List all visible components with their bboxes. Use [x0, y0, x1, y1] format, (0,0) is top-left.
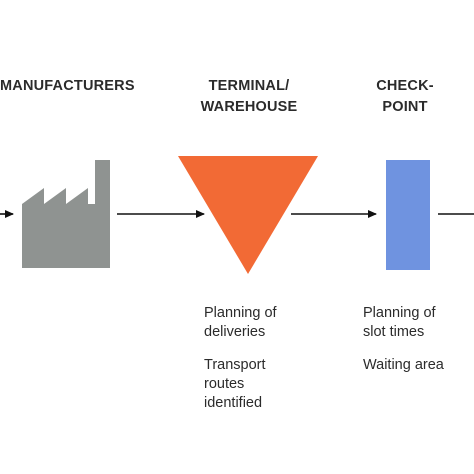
- note-line: slot times: [363, 324, 425, 340]
- note-line: Transport: [204, 357, 266, 373]
- note-waiting-area: Waiting area: [363, 356, 444, 375]
- note-transport-routes: Transport routes identified: [204, 356, 266, 413]
- note-planning-deliveries: Planning of deliveries: [204, 304, 277, 342]
- note-line: Waiting area: [363, 357, 444, 373]
- factory-icon: [22, 160, 110, 268]
- note-line: routes: [204, 376, 245, 392]
- stage-title-line: MANUFACTURERS: [0, 78, 135, 94]
- note-line: Planning of: [363, 305, 436, 321]
- note-line: Planning of: [204, 305, 277, 321]
- stage-title-checkpoint: CHECK- POINT: [360, 76, 450, 118]
- stage-title-line: WAREHOUSE: [200, 99, 298, 115]
- inverted-triangle: [178, 156, 318, 274]
- note-line: deliveries: [204, 324, 266, 340]
- checkpoint-bar: [386, 160, 430, 270]
- stage-title-line: CHECK-: [376, 78, 434, 94]
- note-planning-slot-times: Planning of slot times: [363, 304, 436, 342]
- stage-title-line: TERMINAL/: [208, 78, 290, 94]
- stage-title-manufacturers: MANUFACTURERS: [0, 76, 136, 97]
- stage-title-terminal-warehouse: TERMINAL/ WAREHOUSE: [186, 76, 312, 118]
- stage-title-line: POINT: [382, 99, 428, 115]
- note-line: identified: [204, 395, 263, 411]
